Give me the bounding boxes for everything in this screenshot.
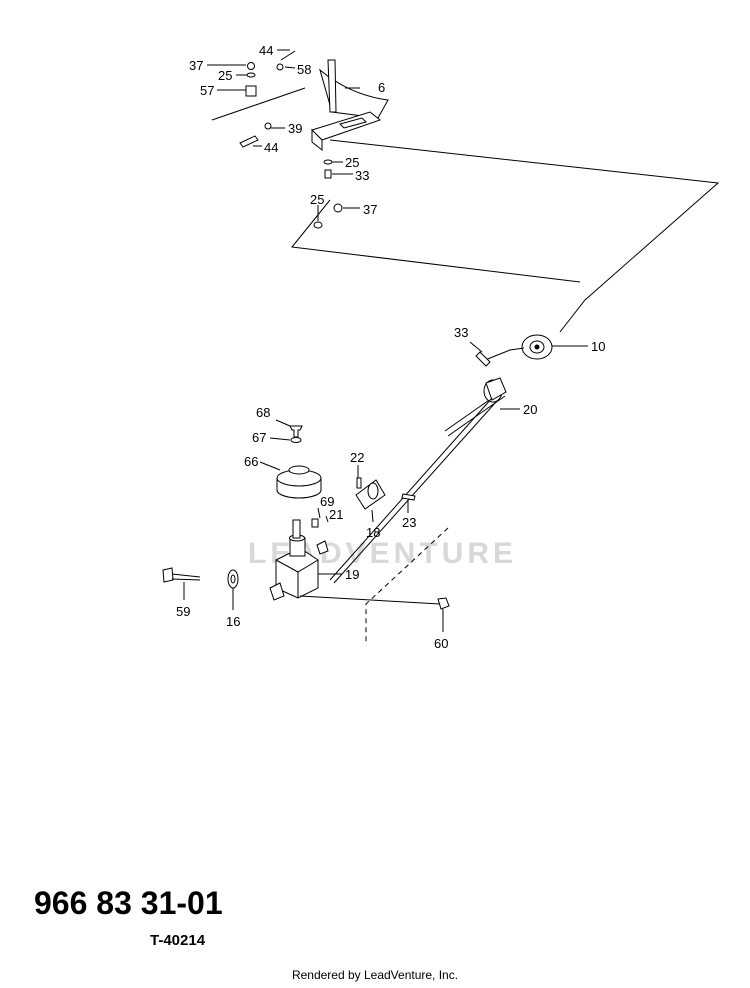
callout-37-low: 37 <box>363 202 377 217</box>
callout-68: 68 <box>256 405 270 420</box>
belt-path <box>329 139 720 333</box>
belt-path-lower <box>291 199 581 283</box>
callout-33-mid: 33 <box>355 168 369 183</box>
callout-labels: 44 37 58 25 57 6 39 44 25 33 25 37 33 10… <box>176 43 605 651</box>
callout-20: 20 <box>523 402 537 417</box>
leader-lines <box>183 49 588 632</box>
callout-19: 19 <box>345 567 359 582</box>
callout-60: 60 <box>434 636 448 651</box>
footer-credit: Rendered by LeadVenture, Inc. <box>291 968 459 982</box>
callout-67: 67 <box>252 430 266 445</box>
callout-37-top: 37 <box>189 58 203 73</box>
callout-10: 10 <box>591 339 605 354</box>
callout-25-mid: 25 <box>345 155 359 170</box>
callout-21: 21 <box>329 507 343 522</box>
diagram-code: T-40214 <box>150 932 206 949</box>
callout-16: 16 <box>226 614 240 629</box>
callout-39: 39 <box>288 121 302 136</box>
drive-shaft <box>329 397 493 581</box>
callout-23: 23 <box>402 515 416 530</box>
callout-6: 6 <box>378 80 385 95</box>
callout-69: 69 <box>320 494 334 509</box>
drive-shaft-edge <box>333 401 497 584</box>
callout-59: 59 <box>176 604 190 619</box>
gearbox-part-19[interactable] <box>269 518 329 601</box>
part-number: 966 83 31-01 <box>34 885 223 921</box>
callout-44-top: 44 <box>259 43 273 58</box>
callout-22: 22 <box>350 450 364 465</box>
idler-pulley-part-10[interactable] <box>475 334 553 367</box>
callout-33-idler: 33 <box>454 325 468 340</box>
bracket-part-6[interactable] <box>311 59 389 152</box>
callout-57: 57 <box>200 83 214 98</box>
callout-25-low: 25 <box>310 192 324 207</box>
callout-25-top: 25 <box>218 68 232 83</box>
bolt-axis-line <box>299 595 441 605</box>
shaft-part-20[interactable] <box>444 377 507 437</box>
nut-part-60[interactable] <box>437 597 450 610</box>
washer-part-16[interactable] <box>227 569 239 589</box>
callout-66: 66 <box>244 454 258 469</box>
callout-18: 18 <box>366 525 380 540</box>
dashed-reference <box>365 527 449 645</box>
bolt-part-59[interactable] <box>162 567 201 583</box>
pulley-part-66[interactable] <box>276 425 322 499</box>
belt-tail <box>211 87 306 121</box>
callout-44-mid: 44 <box>264 140 278 155</box>
callout-58: 58 <box>297 62 311 77</box>
coupler-part-18[interactable] <box>355 477 416 510</box>
